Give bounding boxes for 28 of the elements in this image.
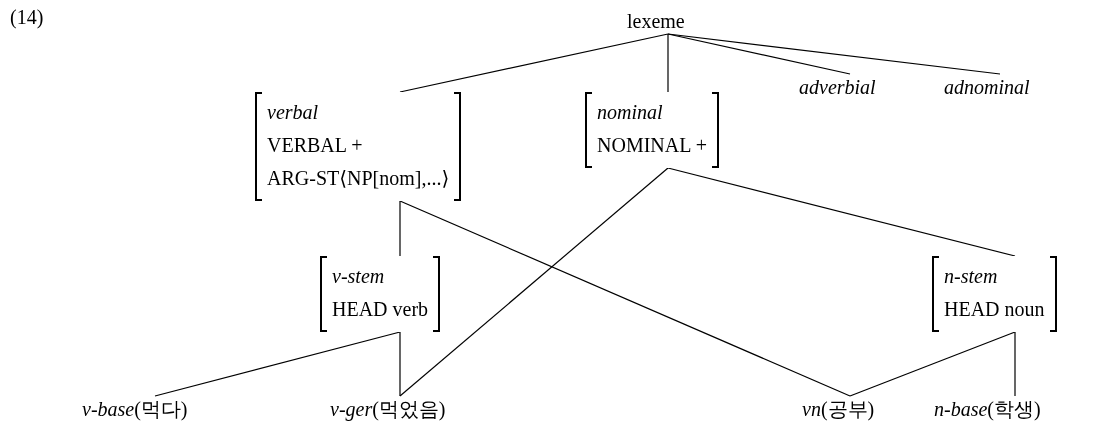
tree-branch — [399, 167, 669, 397]
type-name: nominal — [597, 100, 664, 125]
example-number: (14) — [10, 6, 44, 29]
tree-branch — [1014, 331, 1016, 397]
tree-branch — [849, 331, 1016, 397]
feature-value: ARG-ST⟨NP[nom],...⟩ — [267, 166, 450, 191]
tree-branch — [667, 167, 1016, 257]
tree-label: adnominal — [942, 74, 1032, 100]
tree-branch — [399, 33, 669, 93]
tree-label: v-base(먹다) — [80, 396, 190, 422]
tree-label: v-ger(먹었음) — [328, 396, 448, 422]
feature-value: VERBAL + — [267, 133, 364, 158]
type-name: v-stem — [332, 264, 386, 289]
tree-branch — [667, 33, 669, 93]
tree-branch — [399, 200, 401, 257]
tree-branch — [399, 200, 851, 397]
feature-value: HEAD noun — [944, 297, 1045, 322]
type-name: n-stem — [944, 264, 999, 289]
type-name: verbal — [267, 100, 320, 125]
feature-value: HEAD verb — [332, 297, 429, 322]
tree-label: adverbial — [797, 74, 878, 100]
tree-branch — [399, 331, 401, 397]
tree-branch — [154, 331, 401, 397]
feature-value: NOMINAL + — [597, 133, 707, 158]
tree-branch — [667, 33, 1001, 75]
tree-label: lexeme — [625, 8, 687, 34]
tree-label: vn(공부) — [800, 396, 877, 422]
tree-label: n-base(학생) — [932, 396, 1043, 422]
